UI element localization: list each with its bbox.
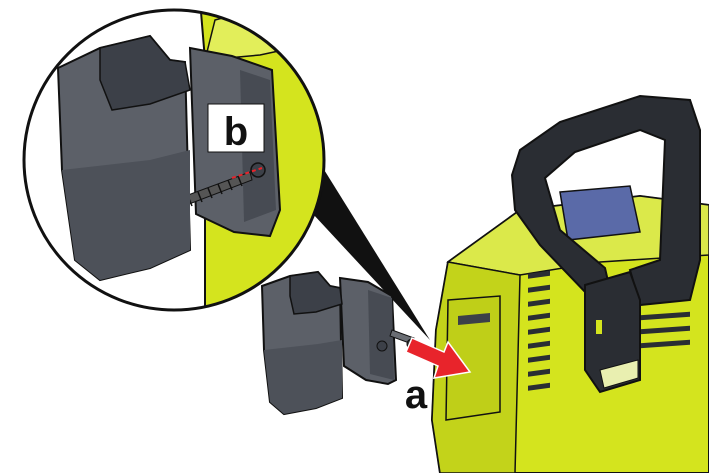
label-a: a: [405, 373, 428, 417]
pressure-washer-body: [430, 94, 709, 473]
zoom-cone: [300, 160, 430, 340]
machine-vent-slots: [528, 270, 690, 391]
machine-top-panel: [559, 185, 641, 241]
red-arrow-icon: [405, 337, 472, 379]
machine-mounting-recess: [445, 295, 501, 421]
accessory-holder: [260, 270, 418, 416]
direction-arrow: [405, 337, 472, 379]
label-b: b: [224, 110, 248, 154]
zoom-detail-circle: b: [22, 8, 326, 312]
zoom-circle-outline: [22, 8, 326, 312]
machine-handle-bracket: [584, 270, 641, 394]
label-b-box: [207, 103, 265, 153]
zoom-callout-lines: [300, 160, 430, 340]
